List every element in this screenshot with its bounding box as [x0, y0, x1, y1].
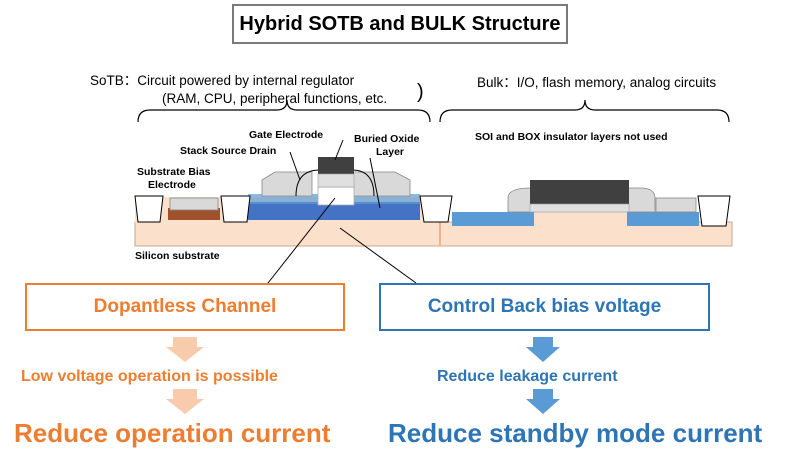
silicon-substrate-label: Silicon substrate	[135, 250, 220, 262]
arrow-down-icon	[526, 337, 560, 362]
reduce-leakage-text: Reduce leakage current	[437, 368, 618, 385]
stack-drain	[349, 171, 411, 197]
buried-oxide-label-line2: Layer	[376, 146, 405, 158]
bulk-caption: Bulk：I/O, flash memory, analog circuits	[477, 75, 717, 90]
bulk-gate	[530, 180, 629, 204]
gate-electrode	[318, 157, 354, 174]
sti-trench	[220, 195, 251, 223]
substrate-bias-electrode	[169, 197, 219, 211]
arrow-down-icon	[526, 389, 560, 414]
arrow-down-icon	[166, 389, 204, 414]
substrate-leader-line	[339, 227, 417, 284]
bulk-drain-diffusion	[627, 212, 699, 226]
sti-trench	[134, 195, 164, 223]
stack-source-drain-label: Stack Source Drain	[180, 145, 277, 157]
bulk-bracket	[439, 99, 730, 123]
arrow-down-icon	[166, 337, 204, 362]
dopantless-channel	[317, 186, 355, 206]
bulk-spacer-right	[626, 187, 656, 213]
bulk-channel	[534, 210, 627, 224]
reduce-operation-current-text: Reduce operation current	[14, 418, 331, 448]
sotb-bracket	[137, 99, 431, 123]
gate-electrode-label: Gate Electrode	[249, 129, 324, 141]
bulk-note: SOI and BOX insulator layers not used	[475, 131, 668, 143]
buried-oxide-layer	[248, 202, 420, 220]
dopantless-channel-box: Dopantless Channel	[25, 283, 345, 331]
sotb-caption-paren: )	[417, 81, 424, 103]
substrate-bias-label-line2: Electrode	[148, 179, 196, 191]
stack-source	[261, 171, 313, 197]
reduce-standby-current-text: Reduce standby mode current	[388, 418, 763, 448]
sotb-caption-detail: (RAM, CPU, peripheral functions, etc.	[162, 91, 388, 106]
silicon-substrate	[134, 221, 733, 247]
bulk-gate-oxide	[529, 203, 630, 213]
back-bias-box: Control Back bias voltage	[379, 283, 710, 331]
gate-oxide	[317, 173, 355, 188]
bulk-contact	[655, 197, 697, 213]
channel-leader-line	[267, 197, 336, 284]
low-voltage-text: Low voltage operation is possible	[21, 368, 278, 385]
sti-trench	[419, 195, 453, 223]
page-title: Hybrid SOTB and BULK Structure	[232, 4, 568, 44]
substrate-bias-label: Substrate Bias	[137, 166, 211, 178]
bulk-source-diffusion	[452, 212, 534, 226]
sti-trench	[697, 195, 731, 227]
sotb-caption: SoTB：Circuit powered by internal regulat…	[90, 73, 355, 88]
buried-oxide-label: Buried Oxide	[354, 133, 420, 145]
substrate-bias-contact	[168, 208, 220, 220]
